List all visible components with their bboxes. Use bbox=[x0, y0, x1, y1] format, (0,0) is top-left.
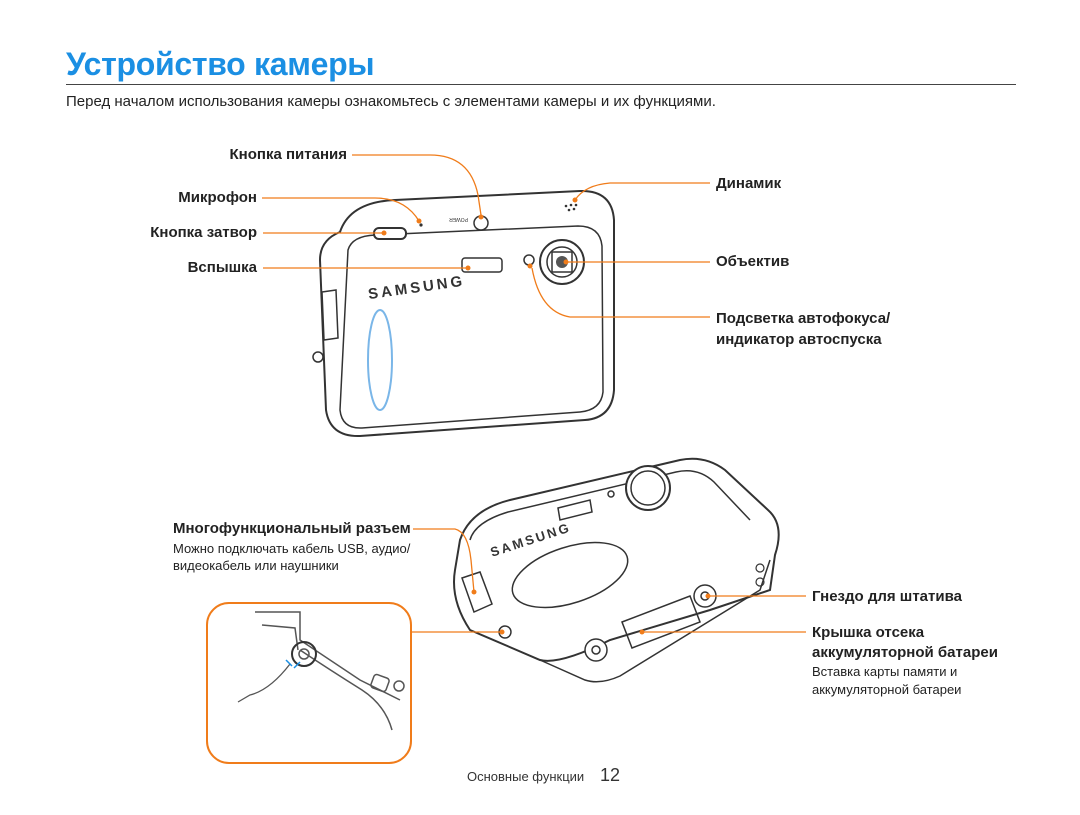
label-af-lamp-line2: индикатор автоспуска bbox=[716, 331, 882, 348]
note-multi-connector-line2: видеокабель или наушники bbox=[173, 558, 339, 573]
note-battery-cover-line2: аккумуляторной батареи bbox=[812, 682, 962, 697]
page-title: Устройство камеры bbox=[66, 46, 375, 82]
label-battery-cover-line2: аккумуляторной батареи bbox=[812, 644, 998, 661]
label-battery-cover-line1: Крышка отсека bbox=[812, 624, 925, 641]
callout-lines bbox=[262, 154, 806, 633]
page-number: 12 bbox=[600, 765, 621, 785]
label-speaker: Динамик bbox=[716, 175, 782, 192]
label-shutter-button: Кнопка затвор bbox=[150, 224, 257, 241]
callout-dots bbox=[381, 197, 711, 635]
note-multi-connector-line1: Можно подключать кабель USB, аудио/ bbox=[173, 541, 411, 556]
label-tripod-mount: Гнездо для штатива bbox=[812, 588, 962, 605]
strap-closeup-inset bbox=[206, 602, 412, 764]
intro-text: Перед началом использования камеры ознак… bbox=[66, 93, 716, 110]
label-microphone: Микрофон bbox=[178, 189, 257, 206]
label-multi-connector: Многофункциональный разъем bbox=[173, 520, 411, 537]
title-divider bbox=[66, 84, 1016, 85]
camera-bottom-illustration bbox=[453, 457, 780, 683]
power-marking: POWER bbox=[449, 216, 468, 222]
label-power-button: Кнопка питания bbox=[229, 146, 347, 163]
label-flash: Вспышка bbox=[187, 259, 257, 276]
camera-front-illustration bbox=[312, 189, 615, 438]
label-lens: Объектив bbox=[716, 253, 790, 270]
label-af-lamp-line1: Подсветка автофокуса/ bbox=[716, 310, 891, 327]
footer-section-name: Основные функции bbox=[467, 769, 585, 784]
note-battery-cover-line1: Вставка карты памяти и bbox=[812, 664, 958, 679]
